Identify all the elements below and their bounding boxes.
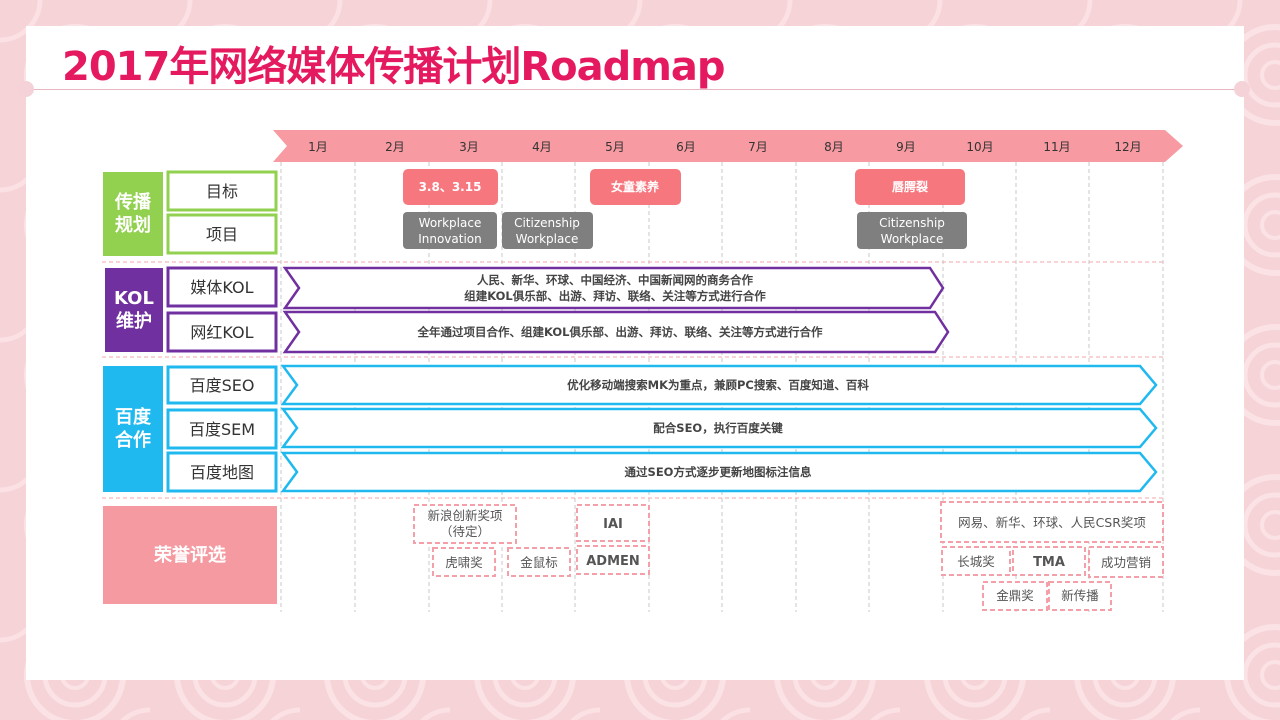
month-band bbox=[273, 130, 1183, 162]
project-boxes: Workplace Innovation Citizenship Workpla… bbox=[403, 212, 967, 249]
award-iai: IAI bbox=[603, 517, 623, 532]
seo-arrow bbox=[280, 364, 1158, 406]
web-kol-text: 全年通过项目合作、组建KOL俱乐部、出游、拜访、联络、关注等方式进行合作 bbox=[417, 325, 823, 339]
award-jinshu: 金鼠标 bbox=[520, 555, 558, 570]
goal-box-3: 唇腭裂 bbox=[892, 179, 928, 194]
map-text: 通过SEO方式逐步更新地图标注信息 bbox=[625, 465, 812, 479]
project-box-1-line-1: Workplace bbox=[419, 216, 482, 230]
month-label: 3月 bbox=[459, 140, 479, 154]
goal-box-1: 3.8、3.15 bbox=[419, 180, 482, 194]
month-label: 12月 bbox=[1114, 140, 1141, 154]
month-label: 8月 bbox=[824, 140, 844, 154]
group-kol: KOL 维护 bbox=[105, 268, 163, 352]
award-tma: TMA bbox=[1033, 555, 1065, 570]
month-label: 9月 bbox=[896, 140, 916, 154]
group-baidu-label-2: 合作 bbox=[115, 429, 151, 451]
page-title: 2017年网络媒体传播计划Roadmap bbox=[62, 44, 726, 90]
award-chenggong: 成功营销 bbox=[1101, 555, 1151, 570]
award-huxiao: 虎啸奖 bbox=[445, 555, 483, 570]
row-label-goal: 目标 bbox=[206, 182, 238, 201]
month-header: 1月 2月 3月 4月 5月 6月 7月 8月 9月 10月 11月 12月 bbox=[273, 130, 1183, 162]
award-admen: ADMEN bbox=[586, 554, 640, 569]
project-box-2-line-1: Citizenship bbox=[514, 216, 580, 230]
award-boxes bbox=[413, 501, 1164, 611]
month-label: 6月 bbox=[676, 140, 696, 154]
baidu-bars: 优化移动端搜索MK为重点，兼顾PC搜索、百度知道、百科 配合SEO，执行百度关键… bbox=[280, 364, 1158, 493]
month-label: 4月 bbox=[532, 140, 552, 154]
month-label: 7月 bbox=[748, 140, 768, 154]
award-changcheng: 长城奖 bbox=[957, 554, 995, 569]
month-label: 2月 bbox=[385, 140, 405, 154]
award-sina-line-1: 新浪创新奖项 bbox=[427, 508, 502, 523]
group-baidu: 百度 合作 bbox=[103, 366, 163, 492]
project-box-1-line-2: Innovation bbox=[418, 232, 482, 246]
month-label: 10月 bbox=[966, 140, 993, 154]
month-label: 11月 bbox=[1043, 140, 1070, 154]
row-label-seo: 百度SEO bbox=[190, 376, 255, 395]
media-kol-arrow bbox=[282, 266, 945, 310]
group-honor: 荣誉评选 bbox=[103, 506, 277, 604]
group-kol-label-1: KOL bbox=[114, 288, 154, 309]
media-kol-text-2: 组建KOL俱乐部、出游、拜访、联络、关注等方式进行合作 bbox=[464, 289, 766, 303]
row-label-project: 项目 bbox=[206, 225, 238, 244]
row-label-map: 百度地图 bbox=[190, 463, 254, 482]
divider-left-dot bbox=[18, 81, 34, 97]
project-box-3-line-1: Citizenship bbox=[879, 216, 945, 230]
group-plan-label-1: 传播 bbox=[114, 191, 152, 213]
award-xinchuanbo: 新传播 bbox=[1061, 588, 1099, 603]
group-plan-label-2: 规划 bbox=[115, 214, 151, 236]
media-kol-text-1: 人民、新华、环球、中国经济、中国新闻网的商务合作 bbox=[477, 273, 753, 287]
group-baidu-label-1: 百度 bbox=[115, 406, 152, 428]
divider-right-dot bbox=[1234, 81, 1250, 97]
project-box-3-line-2: Workplace bbox=[881, 232, 944, 246]
award-jinding: 金鼎奖 bbox=[996, 588, 1034, 603]
title-divider bbox=[26, 89, 1244, 90]
sem-arrow bbox=[280, 407, 1158, 449]
award-netease: 网易、新华、环球、人民CSR奖项 bbox=[958, 515, 1146, 530]
award-labels: 新浪创新奖项 （待定） 虎啸奖 金鼠标 IAI ADMEN 网易、新华、环球、人… bbox=[427, 508, 1151, 603]
month-label: 1月 bbox=[308, 140, 328, 154]
sem-text: 配合SEO，执行百度关键 bbox=[653, 421, 783, 435]
horizontal-grid bbox=[102, 261, 1163, 499]
row-label-web-kol: 网红KOL bbox=[190, 323, 253, 342]
project-box-2-line-2: Workplace bbox=[516, 232, 579, 246]
row-labels: 目标 项目 媒体KOL 网红KOL 百度SEO 百度SEM 百度地图 bbox=[166, 170, 278, 493]
award-sina-line-2: （待定） bbox=[440, 524, 490, 539]
month-label: 5月 bbox=[605, 140, 625, 154]
goal-box-2: 女童素养 bbox=[611, 179, 659, 194]
group-kol-label-2: 维护 bbox=[116, 310, 152, 332]
goal-boxes: 3.8、3.15 女童素养 唇腭裂 bbox=[403, 169, 965, 205]
kol-bars: 人民、新华、环球、中国经济、中国新闻网的商务合作 组建KOL俱乐部、出游、拜访、… bbox=[282, 266, 950, 354]
map-arrow bbox=[280, 451, 1158, 493]
web-kol-arrow bbox=[282, 310, 950, 354]
seo-text: 优化移动端搜索MK为重点，兼顾PC搜索、百度知道、百科 bbox=[567, 378, 869, 392]
group-plan: 传播 规划 bbox=[103, 172, 163, 256]
row-label-media-kol: 媒体KOL bbox=[190, 278, 253, 297]
row-label-sem: 百度SEM bbox=[189, 420, 255, 439]
group-honor-label: 荣誉评选 bbox=[153, 544, 226, 566]
